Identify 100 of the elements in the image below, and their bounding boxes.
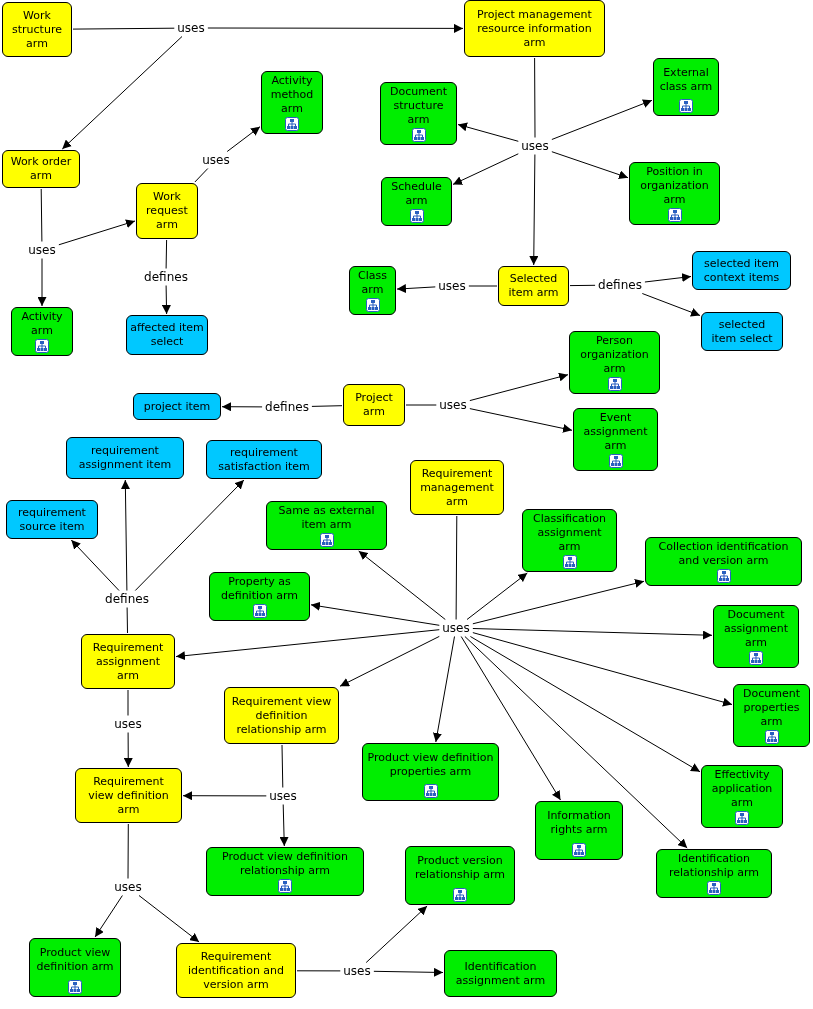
concept-box (126, 315, 208, 355)
concept-label: Identification assignment arm (454, 959, 547, 988)
concept-box (653, 58, 719, 116)
concept-label: requirement assignment item (77, 444, 173, 472)
concept-label: Event assignment arm (582, 411, 649, 453)
arrow (175, 629, 440, 661)
connector-line (534, 57, 536, 138)
concept-label: Work structure arm (11, 8, 63, 51)
concept-box (349, 266, 396, 315)
concept-box (405, 846, 515, 905)
concept-box (464, 0, 605, 57)
arrow (432, 636, 455, 743)
concept-box (2, 150, 80, 188)
connector-line (127, 823, 129, 879)
connector-line (126, 607, 128, 634)
arrow (37, 258, 47, 307)
arrow (472, 579, 645, 625)
arrow (469, 636, 701, 773)
concept-box (75, 768, 182, 823)
arrow (466, 572, 528, 620)
concept-label: Activity method arm (269, 74, 315, 116)
concept-label: Document properties arm (742, 687, 801, 729)
concept-box (656, 849, 772, 898)
concept-label: Schedule arm (390, 180, 443, 208)
connector-line (194, 168, 209, 183)
concept-label: requirement source item (17, 505, 87, 534)
concept-box (713, 605, 799, 668)
arrow (457, 122, 519, 142)
concept-label: Product version relationship arm (414, 854, 506, 882)
concept-label: Work request arm (145, 190, 189, 232)
concept-label: Requirement assignment arm (91, 640, 165, 683)
concept-label: selected item context items (702, 256, 781, 285)
concept-box (81, 634, 175, 689)
concept-box (29, 938, 121, 997)
arrow (61, 36, 183, 150)
arrow (120, 479, 130, 591)
concept-label: Effectivity application arm (710, 768, 774, 810)
connector-line (281, 744, 284, 788)
concept-box (645, 537, 802, 586)
concept-box (381, 177, 452, 226)
concept-box (66, 437, 184, 479)
concept-label: affected item select (130, 321, 204, 349)
arrow (70, 539, 120, 591)
arrow (365, 905, 428, 963)
concept-label: Document assignment arm (723, 608, 789, 650)
arrow (58, 219, 136, 246)
arrow (339, 635, 440, 687)
arrow (469, 372, 569, 402)
concept-label: Collection identification and version arm (657, 540, 790, 568)
arrow (123, 732, 133, 768)
arrow (469, 408, 573, 433)
concept-box (498, 266, 569, 306)
concept-box (569, 331, 660, 394)
arrow (226, 126, 261, 152)
connector-line (455, 515, 458, 620)
concept-label: Project management resource information arm (476, 7, 593, 50)
concept-label: Product view definition relationship arm (221, 850, 349, 878)
concept-label: Product view definition arm (35, 946, 115, 974)
concept-label: Project arm (354, 391, 394, 419)
arrow (221, 402, 263, 412)
concept-box (733, 684, 810, 747)
concept-box (522, 509, 617, 572)
concept-box (206, 440, 322, 479)
arrow (182, 791, 267, 801)
concept-label: Position in organization arm (639, 165, 710, 207)
concept-label: Property as definition arm (219, 575, 300, 603)
concept-box (2, 2, 72, 57)
concept-box (206, 847, 364, 896)
connector-line (72, 27, 175, 30)
arrow (358, 550, 446, 620)
concept-box (266, 501, 387, 550)
concept-box (261, 71, 323, 134)
concept-label: Requirement view definition arm (87, 774, 170, 817)
concept-box (176, 943, 296, 998)
arrow (310, 601, 440, 626)
arrow (396, 284, 436, 294)
arrow (464, 636, 688, 849)
arrow (644, 273, 692, 283)
arrow (460, 636, 561, 801)
arrow (279, 804, 289, 847)
arrow (551, 151, 629, 180)
arrow (472, 628, 713, 640)
concept-box (535, 801, 623, 860)
concept-box (573, 408, 658, 471)
concept-label: Document structure arm (389, 85, 448, 127)
concept-label: Information rights arm (546, 809, 612, 837)
arrow (138, 895, 200, 943)
concept-box (11, 307, 73, 356)
concept-label: project item (143, 399, 211, 414)
arrow (373, 967, 444, 977)
concept-box (692, 251, 791, 290)
concept-box (343, 384, 405, 426)
concept-box (224, 687, 339, 744)
concept-label: Product view definition properties arm (366, 750, 495, 779)
concept-label: Activity arm (20, 310, 64, 338)
concept-box (133, 393, 221, 420)
concept-label: Selected item arm (507, 272, 560, 300)
arrow (641, 293, 701, 317)
concept-box (6, 500, 98, 539)
concept-label: requirement satisfaction item (217, 445, 311, 474)
